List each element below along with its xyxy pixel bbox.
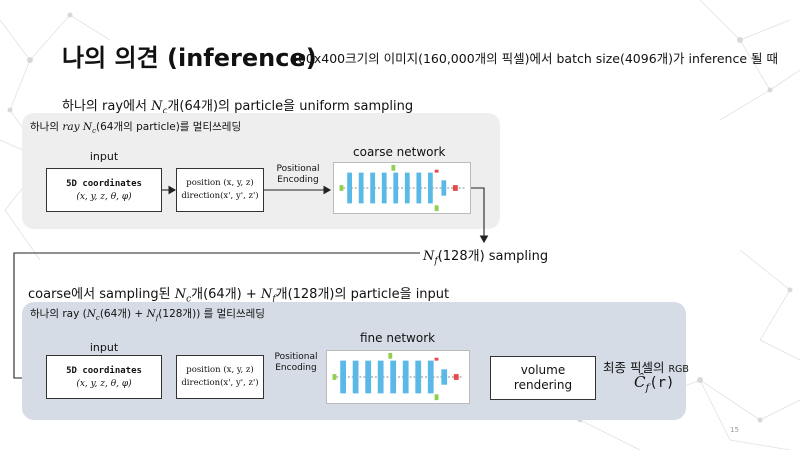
network-layer — [427, 360, 434, 394]
fine-panel-label: 하나의 ray (Nc(64개) + Nf(128개)) 를 멀티쓰레딩 — [30, 308, 265, 323]
network-direction-input — [434, 394, 439, 401]
network-layer — [427, 172, 433, 204]
coarse-sampling-heading: 하나의 ray에서 Nc개(64개)의 particle을 uniform sa… — [62, 99, 414, 117]
encoding-line1: Positional — [276, 164, 320, 174]
fine-position-direction-box: position (x, y, z) direction(x', y', z') — [176, 355, 264, 399]
coords-symbols: (x, y, z, θ, φ) — [76, 378, 132, 389]
fine-network-diagram — [326, 350, 470, 404]
encoding-line2: Encoding — [275, 363, 317, 373]
fine-network-label: fine network — [360, 331, 436, 345]
network-layer — [416, 172, 422, 204]
direction-text: direction(x', y', z') — [181, 191, 259, 201]
position-text: position (x, y, z) — [186, 365, 254, 375]
fine-5d-coordinates-box: 5D coordinates (x, y, z, θ, φ) — [46, 355, 162, 399]
direction-text: direction(x', y', z') — [181, 378, 259, 388]
network-layer — [365, 360, 372, 394]
network-layer — [352, 360, 359, 394]
coords-title: 5D coordinates — [66, 365, 142, 376]
slide-subtitle: 400x400크기의 이미지(160,000개의 픽셀)에서 batch siz… — [290, 51, 778, 66]
coarse-input-label: input — [89, 150, 119, 163]
network-density-output — [434, 357, 439, 361]
coords-symbols: (x, y, z, θ, φ) — [76, 191, 132, 202]
coarse-panel-label: 하나의 ray Nc(64개의 particle)를 멀티쓰레딩 — [30, 121, 242, 136]
volume-text: volume — [520, 363, 566, 377]
slide-title: 나의 의견 (inference) — [62, 44, 317, 72]
position-text: position (x, y, z) — [186, 178, 254, 188]
network-layer — [393, 172, 399, 204]
network-skip-input — [391, 164, 396, 171]
network-rgb-output — [453, 374, 459, 380]
network-layer — [441, 180, 447, 196]
network-layer — [415, 360, 422, 394]
network-skip-input — [388, 352, 393, 359]
encoding-line2: Encoding — [277, 175, 319, 185]
fine-sampling-label: Nf(128개) sampling — [423, 249, 549, 267]
network-layer — [377, 360, 384, 394]
output-color-symbol: Ĉf(r) — [634, 373, 675, 394]
network-density-output — [434, 169, 439, 173]
coarse-positional-encoding-label: Positional Encoding — [270, 164, 326, 186]
final-rgb-label: 최종 픽셀의 RGB — [603, 360, 689, 375]
encoding-line1: Positional — [274, 352, 318, 362]
network-layer — [358, 172, 364, 204]
rendering-text: rendering — [513, 378, 573, 392]
network-layer — [347, 172, 352, 204]
coarse-network-label: coarse network — [353, 145, 446, 159]
coords-title: 5D coordinates — [66, 178, 142, 189]
network-layer — [441, 369, 448, 385]
network-layer — [340, 360, 346, 394]
network-layer — [381, 172, 387, 204]
coarse-position-direction-box: position (x, y, z) direction(x', y', z') — [176, 168, 264, 212]
network-layer — [370, 172, 376, 204]
page-number: 15 — [730, 426, 739, 434]
network-direction-input — [434, 205, 439, 212]
network-layer — [390, 360, 397, 394]
volume-rendering-box: volume rendering — [490, 356, 596, 400]
network-layer — [404, 172, 410, 204]
coarse-5d-coordinates-box: 5D coordinates (x, y, z, θ, φ) — [46, 168, 162, 212]
coarse-network-diagram — [333, 162, 471, 214]
network-input-node — [332, 374, 337, 380]
network-rgb-output — [452, 185, 458, 191]
fine-stage-heading: coarse에서 sampling된 Nc개(64개) + Nf개(128개)의… — [28, 287, 450, 305]
fine-input-label: input — [89, 341, 119, 354]
network-layer — [402, 360, 409, 394]
network-input-node — [339, 185, 344, 191]
fine-positional-encoding-label: Positional Encoding — [268, 352, 324, 374]
